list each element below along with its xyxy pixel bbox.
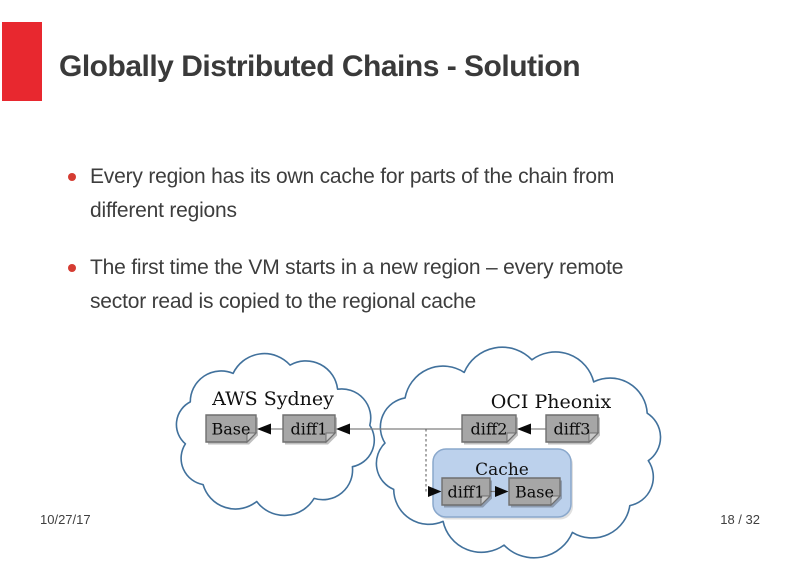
box-oci-diff2: diff2: [461, 414, 518, 445]
arrowhead-into-cache-base: [495, 486, 509, 497]
cloud-aws-label: AWS Sydney: [211, 388, 334, 410]
bullet-text: Every region has its own cache for parts…: [90, 165, 615, 222]
box-label: diff1: [291, 420, 328, 439]
box-label: Base: [212, 420, 251, 439]
folded-corner-icon: [480, 495, 492, 507]
folded-corner-icon: [325, 432, 337, 444]
folded-corner-icon: [588, 432, 600, 444]
box-aws-base: Base: [205, 414, 258, 445]
box-cache-diff1: diff1: [441, 477, 492, 508]
folded-corner-icon: [550, 495, 562, 507]
box-label: diff1: [448, 483, 485, 502]
box-oci-diff3: diff3: [545, 414, 600, 445]
arrowhead-into-diff1: [336, 423, 350, 435]
folded-corner-icon: [246, 432, 258, 444]
arrowhead-into-base: [257, 423, 271, 435]
folded-corner-icon: [506, 432, 518, 444]
box-aws-diff1: diff1: [282, 414, 337, 445]
box-label: diff3: [554, 420, 591, 439]
cloud-aws-sydney: [175, 352, 376, 517]
accent-bar: [2, 22, 42, 101]
arrowhead-into-cache-diff1: [428, 486, 442, 497]
page-title: Globally Distributed Chains - Solution: [59, 50, 581, 83]
box-label: Base: [515, 483, 554, 502]
footer-page-number: 18 / 32: [720, 512, 760, 527]
bullet-icon: [68, 264, 76, 272]
arrowhead-into-diff2: [517, 423, 531, 435]
bullet-list: Every region has its own cache for parts…: [68, 160, 668, 319]
box-cache-base: Base: [508, 477, 562, 508]
cloud-oci-label: OCI Pheonix: [491, 391, 612, 413]
cache-label: Cache: [475, 460, 529, 480]
bullet-item: Every region has its own cache for parts…: [68, 160, 668, 228]
box-label: diff2: [471, 420, 508, 439]
bullet-icon: [68, 173, 76, 181]
bullet-text: The first time the VM starts in a new re…: [90, 256, 624, 313]
footer-date: 10/27/17: [40, 512, 91, 527]
bullet-item: The first time the VM starts in a new re…: [68, 251, 668, 319]
dotted-copy-line: [425, 429, 428, 492]
